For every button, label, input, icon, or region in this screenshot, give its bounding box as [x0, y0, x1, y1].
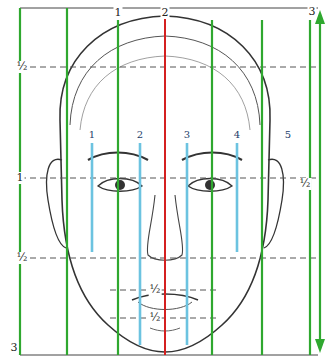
- column-number: 1: [88, 129, 96, 141]
- proportion-mark: ½: [149, 312, 162, 324]
- proportion-mark: 3: [308, 6, 317, 18]
- proportion-mark: 2: [161, 7, 170, 19]
- proportion-mark: ½: [299, 178, 312, 190]
- column-number: 4: [233, 129, 241, 141]
- proportion-mark: ½: [16, 61, 29, 73]
- proportion-mark: ½: [16, 252, 29, 264]
- column-number: 3: [183, 129, 191, 141]
- proportion-mark: ½: [149, 284, 162, 296]
- proportion-mark: 1: [16, 172, 25, 184]
- proportion-mark: 1: [114, 7, 123, 19]
- proportion-mark: 3: [10, 342, 19, 354]
- column-number: 5: [284, 129, 292, 141]
- column-number: 2: [136, 129, 144, 141]
